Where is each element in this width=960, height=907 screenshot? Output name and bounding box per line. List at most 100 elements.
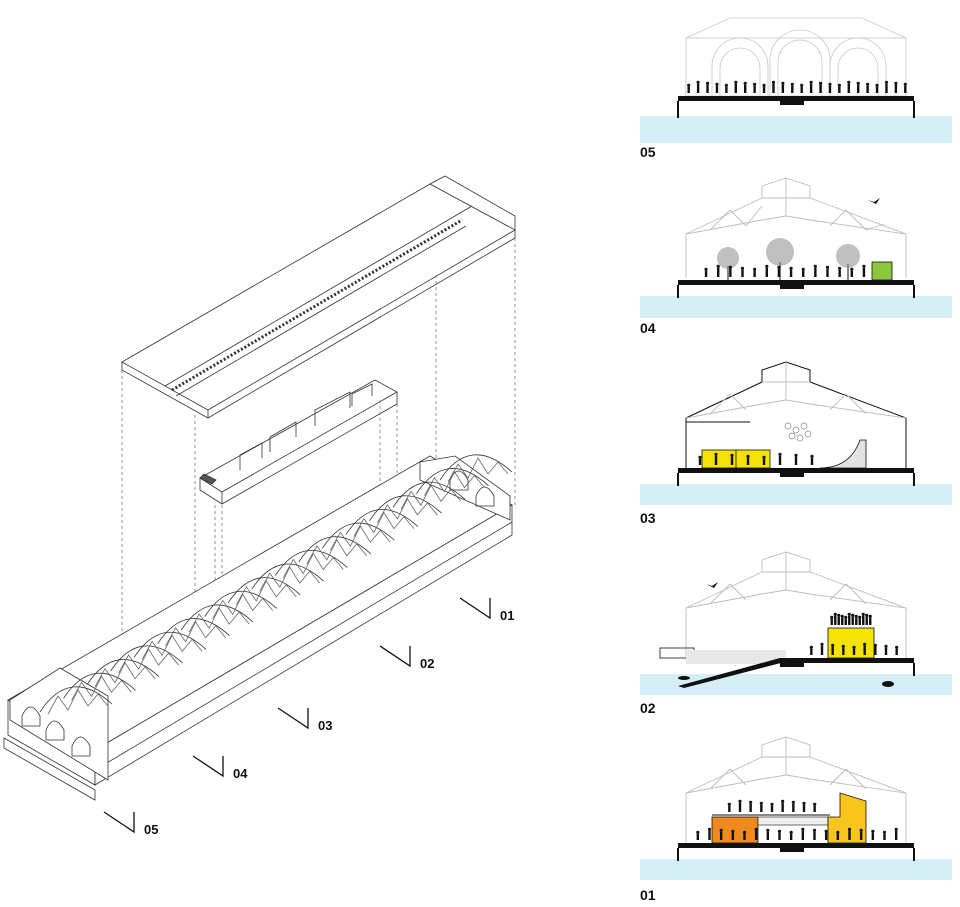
- person-silhouette: [765, 268, 768, 277]
- people: [687, 80, 907, 93]
- truss-web: [212, 593, 274, 619]
- people: [704, 264, 866, 277]
- orange-block: [711, 816, 759, 844]
- person-silhouette: [848, 831, 851, 840]
- truss: [204, 591, 277, 617]
- person-silhouette: [810, 458, 814, 465]
- person-silhouette: [883, 834, 886, 840]
- truss-web: [118, 648, 179, 674]
- person-silhouette: [762, 459, 766, 465]
- person-head: [778, 452, 782, 456]
- person-head: [820, 642, 824, 646]
- person-head: [801, 827, 805, 831]
- person-silhouette: [717, 268, 720, 277]
- person-head: [749, 800, 753, 804]
- section-04-drawing: [640, 178, 952, 318]
- person-silhouette: [855, 618, 858, 625]
- person-head: [777, 265, 781, 269]
- person-head: [813, 802, 817, 806]
- truss: [416, 468, 489, 494]
- truss-web: [94, 661, 156, 687]
- person-head: [810, 454, 814, 458]
- platform: [677, 468, 915, 486]
- truss: [110, 645, 183, 672]
- bird-icon: [706, 582, 718, 588]
- person-head: [696, 830, 700, 834]
- person-silhouette: [802, 271, 805, 277]
- section-label: 05: [640, 144, 656, 160]
- person-silhouette: [863, 646, 866, 655]
- cut-marker: [277, 707, 309, 730]
- person-head: [719, 828, 723, 832]
- truss: [392, 481, 466, 508]
- person-head: [766, 828, 770, 832]
- person-head: [903, 82, 907, 86]
- person-silhouette: [731, 833, 735, 840]
- person-silhouette: [778, 456, 782, 465]
- person-head: [871, 829, 875, 833]
- person-silhouette: [894, 831, 898, 840]
- person-silhouette: [862, 616, 865, 625]
- person-head: [753, 267, 757, 271]
- person-silhouette: [814, 268, 817, 277]
- person-silhouette: [728, 806, 731, 812]
- truss: [63, 672, 136, 699]
- person-silhouette: [836, 834, 840, 840]
- person-head: [742, 830, 747, 834]
- person-silhouette: [813, 832, 816, 840]
- person-head: [836, 830, 840, 834]
- person-silhouette: [875, 87, 879, 93]
- person-silhouette: [760, 805, 763, 812]
- person-silhouette: [858, 619, 861, 625]
- person-silhouette: [837, 617, 840, 625]
- person-head: [852, 645, 856, 649]
- person-silhouette: [741, 270, 744, 277]
- platform: [677, 843, 915, 861]
- person-head: [727, 802, 731, 806]
- truss: [86, 659, 160, 685]
- person-head: [791, 800, 795, 804]
- person-head: [895, 645, 899, 649]
- person-silhouette: [770, 806, 774, 812]
- person-silhouette: [781, 803, 784, 812]
- person-head: [812, 828, 817, 832]
- truss: [133, 632, 207, 658]
- truss: [251, 563, 325, 590]
- person-silhouette: [894, 85, 898, 93]
- person-silhouette: [824, 833, 828, 840]
- person-head: [851, 613, 855, 617]
- person-silhouette: [794, 457, 798, 465]
- person-silhouette: [831, 647, 834, 655]
- ramp: [678, 658, 800, 688]
- cut-label: 01: [500, 608, 514, 623]
- person-head: [770, 802, 774, 806]
- section-label: 03: [640, 510, 656, 526]
- projection-lines: [121, 238, 516, 668]
- section-03-drawing: [640, 361, 952, 505]
- cut-marker: [459, 597, 491, 620]
- person-head: [801, 267, 805, 271]
- cut-label: 05: [144, 822, 158, 837]
- exploded-roof: [121, 175, 516, 419]
- person-silhouette: [743, 834, 746, 840]
- section-04: 04: [640, 178, 952, 343]
- person-silhouette: [820, 646, 824, 655]
- person-silhouette: [719, 832, 723, 840]
- truss: [157, 618, 230, 644]
- person-silhouette: [777, 269, 781, 277]
- people: [698, 452, 814, 465]
- person-head: [873, 643, 877, 647]
- truss: [345, 509, 419, 535]
- section-05-drawing: [640, 17, 952, 143]
- person-silhouette: [800, 87, 803, 93]
- cut-label: 04: [233, 766, 248, 781]
- person-head: [746, 454, 750, 458]
- cut-marker: [103, 811, 135, 834]
- person-head: [759, 801, 763, 805]
- person-head: [856, 81, 860, 85]
- person-head: [824, 829, 828, 833]
- truss-web: [424, 470, 485, 496]
- person-silhouette: [848, 616, 851, 625]
- person-silhouette: [789, 834, 793, 840]
